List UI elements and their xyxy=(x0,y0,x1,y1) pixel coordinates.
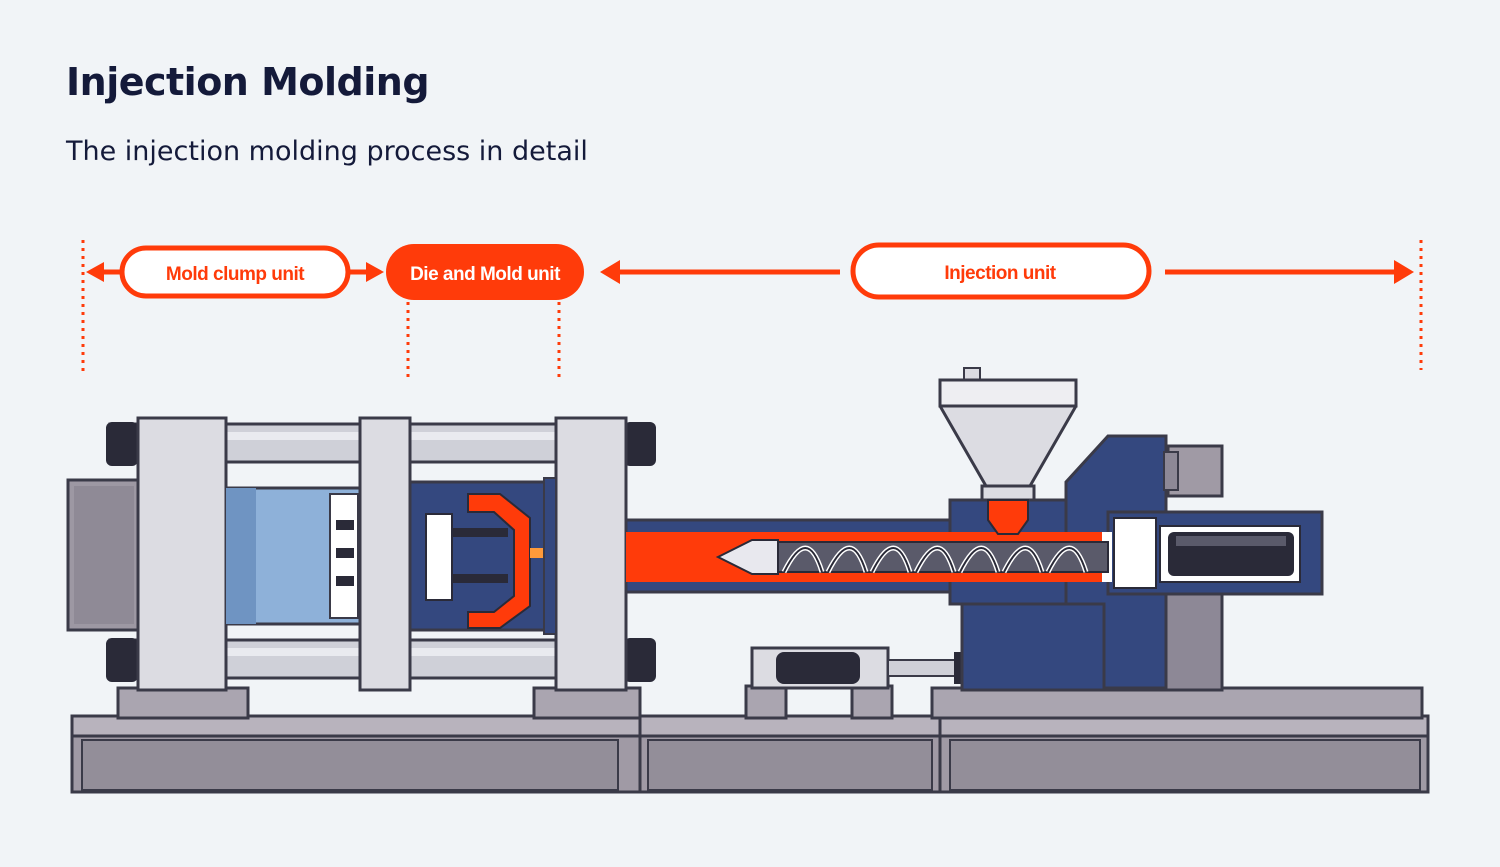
machine-base xyxy=(70,686,1430,794)
page-subtitle: The injection molding process in detail xyxy=(66,136,588,167)
injection-unit-pill: Injection unit xyxy=(850,242,1152,300)
platen-foot-left xyxy=(116,686,250,720)
injection-unit-label: Injection unit xyxy=(944,263,1056,284)
injection-unit xyxy=(624,367,1324,720)
moving-platen xyxy=(358,416,412,692)
fixed-platen xyxy=(554,416,628,692)
arrow-mold-head xyxy=(366,262,384,282)
hopper-throat xyxy=(980,484,1036,502)
mold-clamp-unit-pill: Mold clump unit xyxy=(119,245,351,299)
die-and-mold-unit-label: Die and Mold unit xyxy=(410,264,561,285)
carriage-cylinder xyxy=(776,652,860,684)
carriage-support-left xyxy=(744,684,788,720)
die-and-mold-unit-pill: Die and Mold unit xyxy=(386,244,584,300)
clamp-unit xyxy=(66,416,656,692)
mold-clamp-unit-label: Mold clump unit xyxy=(166,264,305,285)
dimension-markers xyxy=(81,240,1423,378)
rear-platen xyxy=(136,416,228,692)
page-title: Injection Molding xyxy=(66,60,430,104)
platen-foot-right xyxy=(532,686,642,720)
carriage-support-right xyxy=(850,684,894,720)
arrow-injection-left-head xyxy=(600,260,620,284)
molded-part xyxy=(467,493,531,629)
dimension-arrows xyxy=(86,260,1414,284)
arrow-left-head xyxy=(86,262,104,282)
arrow-injection-right-head xyxy=(1394,260,1414,284)
hopper-feed xyxy=(987,499,1029,535)
